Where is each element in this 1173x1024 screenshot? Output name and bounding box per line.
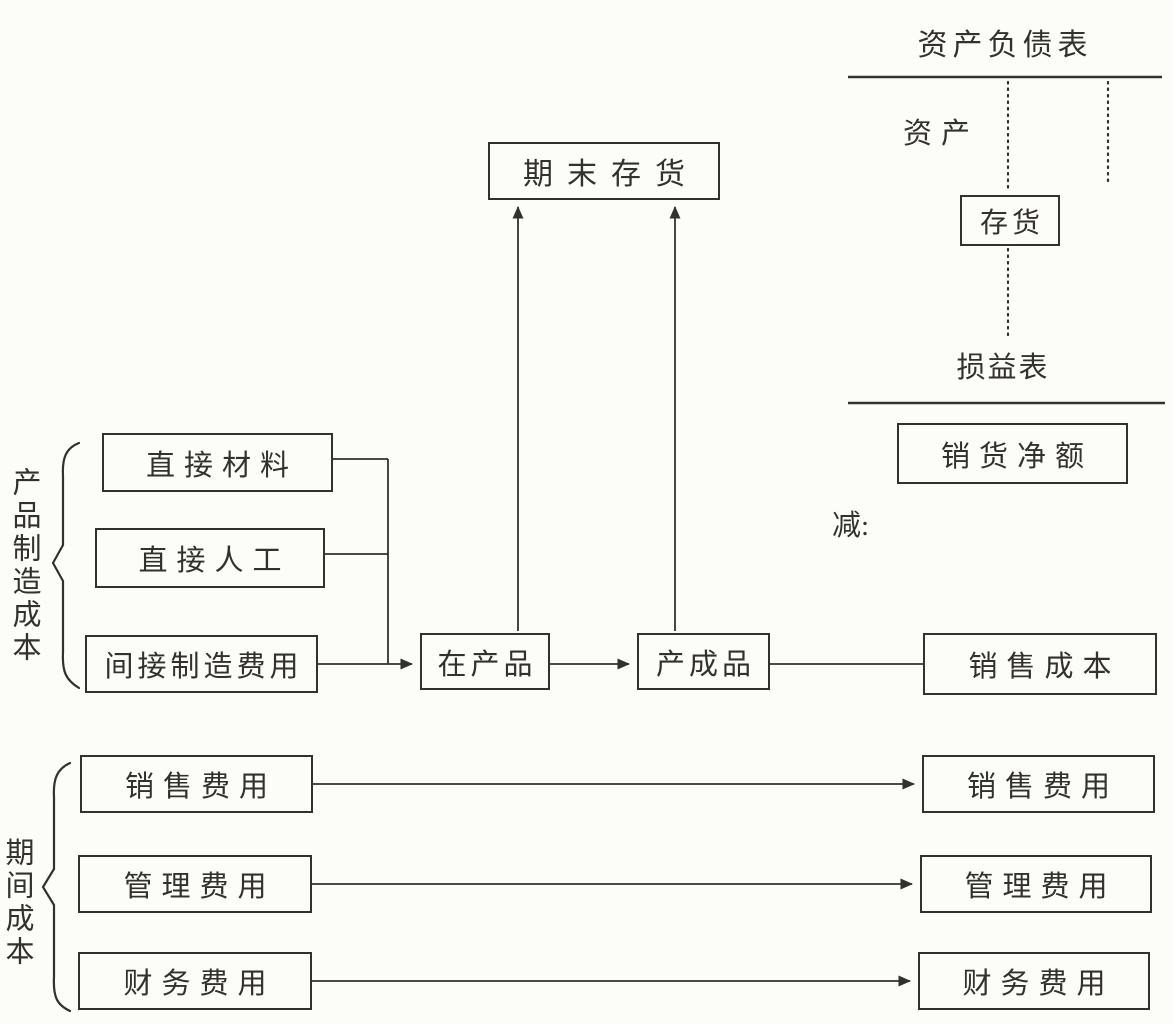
- period-costs-brace: [41, 761, 72, 1013]
- ending-inventory-box: 期末存货: [488, 142, 720, 200]
- finance-expense-source-box: 财务费用: [78, 952, 312, 1010]
- period-costs-group-label: 期间成本: [1, 837, 33, 969]
- admin-expense-source-box: 管理费用: [78, 855, 312, 913]
- income-statement-title: 损益表: [956, 352, 1050, 384]
- direct-labor-box: 直接人工: [95, 528, 325, 588]
- manufacturing-overhead-box: 间接制造费用: [85, 635, 318, 693]
- manufacturing-costs-brace: [51, 441, 81, 690]
- work-in-process-box: 在产品: [420, 633, 550, 690]
- direct-materials-box: 直接材料: [102, 433, 333, 492]
- inventory-box: 存货: [960, 195, 1060, 246]
- balance-sheet-title: 资产负债表: [917, 29, 1093, 62]
- assets-label: 资产: [903, 118, 980, 150]
- manufacturing-costs-group-label: 产品制造成本: [8, 467, 40, 665]
- finished-goods-box: 产成品: [637, 633, 770, 690]
- selling-expense-target-box: 销售费用: [922, 755, 1155, 813]
- selling-expense-source-box: 销售费用: [80, 755, 313, 813]
- cost-of-sales-box: 销售成本: [923, 633, 1157, 695]
- admin-expense-target-box: 管理费用: [920, 855, 1152, 913]
- net-sales-box: 销货净额: [897, 423, 1128, 484]
- finance-expense-target-box: 财务费用: [918, 952, 1150, 1010]
- less-label: 减:: [832, 510, 870, 542]
